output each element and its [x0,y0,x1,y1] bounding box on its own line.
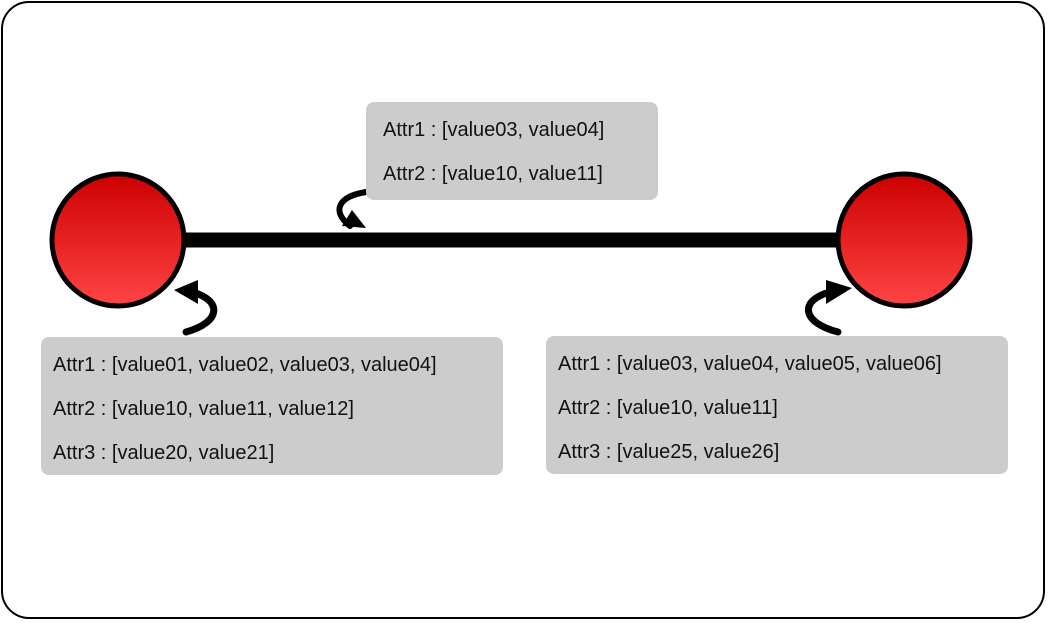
edge-attr-line: Attr1 : [value03, value04] [383,119,605,141]
right-node-attr-line: Attr2 : [value10, value11] [558,397,778,419]
left-node-attr-line: Attr3 : [value20, value21] [53,442,275,464]
right-node-attr-line: Attr3 : [value25, value26] [558,441,780,463]
edge-attr-line: Attr2 : [value10, value11] [383,163,603,185]
right-node[interactable] [835,171,973,309]
left-node[interactable] [49,171,187,309]
left-node-attr-line: Attr2 : [value10, value11, value12] [53,398,354,420]
right-node-attr-line: Attr1 : [value03, value04, value05, valu… [558,353,942,375]
edge-attribute-arrow-icon [336,189,369,229]
right-node-attribute-arrow-icon [805,280,852,336]
edge-attribute-box: Attr1 : [value03, value04] Attr2 : [valu… [366,102,658,200]
left-node-attr-line: Attr1 : [value01, value02, value03, valu… [53,354,437,376]
left-node-attribute-box: Attr1 : [value01, value02, value03, valu… [41,337,503,475]
right-node-attribute-box: Attr1 : [value03, value04, value05, valu… [546,336,1008,474]
left-node-attribute-arrow-icon [174,280,218,336]
